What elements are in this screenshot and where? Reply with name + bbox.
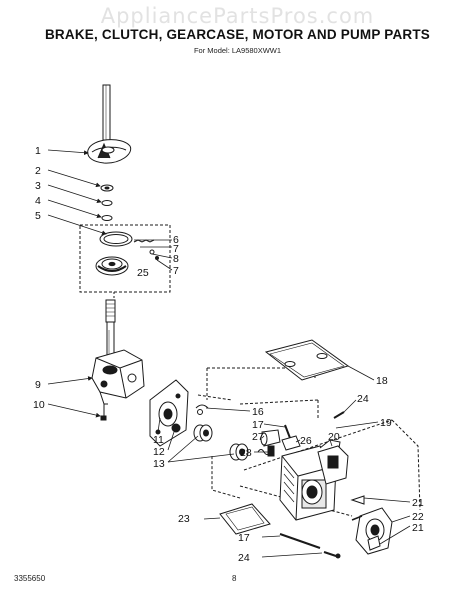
part-17-rod-bottom bbox=[279, 533, 321, 549]
callout-5: 5 bbox=[35, 210, 41, 222]
watermark: AppliancePartsPros.com bbox=[100, 4, 375, 28]
part-24-screw-bottom bbox=[323, 551, 341, 559]
part-21-clip-top bbox=[350, 495, 365, 505]
part-16-clip bbox=[195, 404, 209, 415]
callout-17b: 17 bbox=[238, 532, 250, 544]
callout-12: 12 bbox=[153, 446, 165, 458]
agitator-shaft bbox=[102, 84, 111, 141]
callout-24a: 24 bbox=[357, 393, 369, 405]
part-9-gearcase bbox=[91, 349, 145, 405]
callout-7b: 7 bbox=[173, 265, 179, 277]
callout-21b: 21 bbox=[412, 522, 424, 534]
callout-13: 13 bbox=[153, 458, 165, 470]
callout-23: 23 bbox=[178, 513, 190, 525]
callout-18: 18 bbox=[376, 375, 388, 387]
callout-19: 19 bbox=[380, 417, 392, 429]
brake-clutch-assembly-box bbox=[79, 224, 171, 293]
callout-20: 20 bbox=[328, 431, 340, 443]
callout-10: 10 bbox=[33, 399, 45, 411]
callout-28: 28 bbox=[240, 447, 252, 459]
page-title: BRAKE, CLUTCH, GEARCASE, MOTOR AND PUMP … bbox=[44, 27, 431, 42]
callout-4: 4 bbox=[35, 195, 41, 207]
part-28-spring bbox=[257, 445, 275, 457]
part-21-clip-bottom bbox=[367, 535, 381, 551]
callout-6: 6 bbox=[173, 234, 179, 246]
callouts: 1 2 3 4 5 6 7 8 7 25 9 10 11 12 13 16 17… bbox=[33, 145, 424, 564]
part-12-nut bbox=[171, 423, 181, 433]
part-1-cam bbox=[87, 139, 132, 164]
leader-lines bbox=[47, 149, 411, 558]
model-line: For Model: LA9580XWW1 bbox=[193, 46, 282, 55]
gearcase-shaft bbox=[105, 299, 116, 359]
callout-16: 16 bbox=[252, 406, 264, 418]
callout-11: 11 bbox=[153, 434, 164, 446]
callout-1: 1 bbox=[35, 145, 41, 157]
callout-2: 2 bbox=[35, 165, 41, 177]
callout-24b: 24 bbox=[238, 552, 250, 564]
callout-17a: 17 bbox=[252, 419, 264, 431]
drive-pulley-2 bbox=[229, 443, 249, 461]
part-18-cover bbox=[264, 339, 350, 381]
callout-21a: 21 bbox=[412, 497, 424, 509]
callout-7a: 7 bbox=[173, 243, 179, 255]
part-27-coupling bbox=[260, 429, 281, 447]
footer-part-code: 3355650 bbox=[14, 574, 46, 583]
part-17-pin bbox=[284, 424, 291, 439]
callout-26: 26 bbox=[300, 435, 312, 447]
part-26-plate bbox=[281, 435, 301, 451]
part-10-screw bbox=[100, 404, 107, 421]
drive-pulley-1 bbox=[193, 424, 213, 442]
callout-25: 25 bbox=[137, 267, 149, 279]
part-3-washer bbox=[101, 200, 113, 206]
callout-8: 8 bbox=[173, 253, 179, 265]
callout-9: 9 bbox=[35, 379, 41, 391]
footer-page-number: 8 bbox=[232, 574, 237, 583]
part-20-switch bbox=[317, 445, 349, 485]
part-23-gasket bbox=[219, 503, 271, 535]
callout-27: 27 bbox=[252, 431, 264, 443]
part-4-washer bbox=[101, 215, 113, 221]
callout-3: 3 bbox=[35, 180, 41, 192]
part-24-screw-top bbox=[333, 411, 345, 419]
callout-22: 22 bbox=[412, 511, 424, 523]
